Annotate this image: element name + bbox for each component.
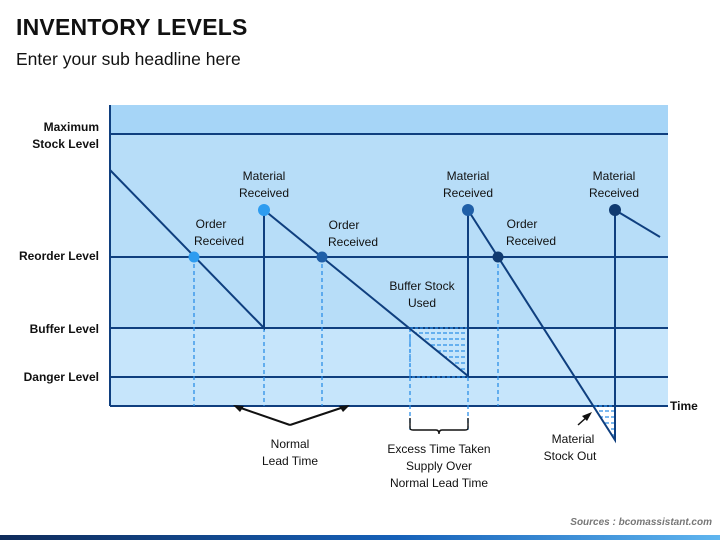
lead-time-right-arrowhead xyxy=(339,405,350,412)
inventory-level-line xyxy=(109,169,661,444)
order-point-3 xyxy=(492,251,504,263)
excess-time-line2: Supply Over xyxy=(406,459,472,473)
order-received-3-line2: Received xyxy=(506,234,556,248)
source-note: Sources : bcomassistant.com xyxy=(570,517,712,528)
stock-out-line2: Stock Out xyxy=(544,449,597,463)
order-point-1 xyxy=(188,251,200,263)
buffer-stock-used-line2: Used xyxy=(408,296,436,310)
order-received-3-line1: Order xyxy=(507,217,538,231)
band-buffer-to-axis xyxy=(110,328,668,406)
material-received-1-line1: Material xyxy=(243,169,286,183)
footer-bar xyxy=(0,535,720,540)
order-received-1-line2: Received xyxy=(194,234,244,248)
stock-out-arrowhead xyxy=(582,412,592,421)
lead-time-left-arrowhead xyxy=(233,405,244,412)
label-danger: Danger Level xyxy=(24,370,99,384)
material-point-3 xyxy=(609,204,621,216)
label-time: Time xyxy=(670,399,698,413)
band-above-max xyxy=(110,105,668,134)
material-received-2-line1: Material xyxy=(447,169,490,183)
label-maximum-2: Stock Level xyxy=(32,137,99,151)
material-point-2 xyxy=(462,204,474,216)
lead-time-right-arrow-line xyxy=(289,406,345,426)
excess-time-line1: Excess Time Taken xyxy=(387,442,490,456)
material-point-1 xyxy=(258,204,270,216)
normal-lead-time-line1: Normal xyxy=(271,437,310,451)
material-received-1-line2: Received xyxy=(239,186,289,200)
label-buffer: Buffer Level xyxy=(30,322,99,336)
order-received-2-line2: Received xyxy=(328,235,378,249)
excess-time-brace xyxy=(409,418,469,435)
order-received-2-line1: Order xyxy=(329,218,360,232)
buffer-stock-used-line1: Buffer Stock xyxy=(389,279,455,293)
page-title: INVENTORY LEVELS xyxy=(16,14,248,40)
stock-out-line1: Material xyxy=(552,432,595,446)
page-subtitle: Enter your sub headline here xyxy=(16,49,241,69)
label-maximum-1: Maximum xyxy=(44,120,99,134)
material-received-2-line2: Received xyxy=(443,186,493,200)
band-max-to-buffer xyxy=(110,134,668,328)
order-point-2 xyxy=(316,251,328,263)
material-received-3-line2: Received xyxy=(589,186,639,200)
order-received-1-line1: Order xyxy=(196,217,227,231)
lead-time-left-arrow-line xyxy=(237,406,291,426)
normal-lead-time-bracket xyxy=(237,406,345,426)
normal-lead-time-line2: Lead Time xyxy=(262,454,318,468)
excess-time-line3: Normal Lead Time xyxy=(390,476,488,490)
label-reorder: Reorder Level xyxy=(19,249,99,263)
material-received-3-line1: Material xyxy=(593,169,636,183)
